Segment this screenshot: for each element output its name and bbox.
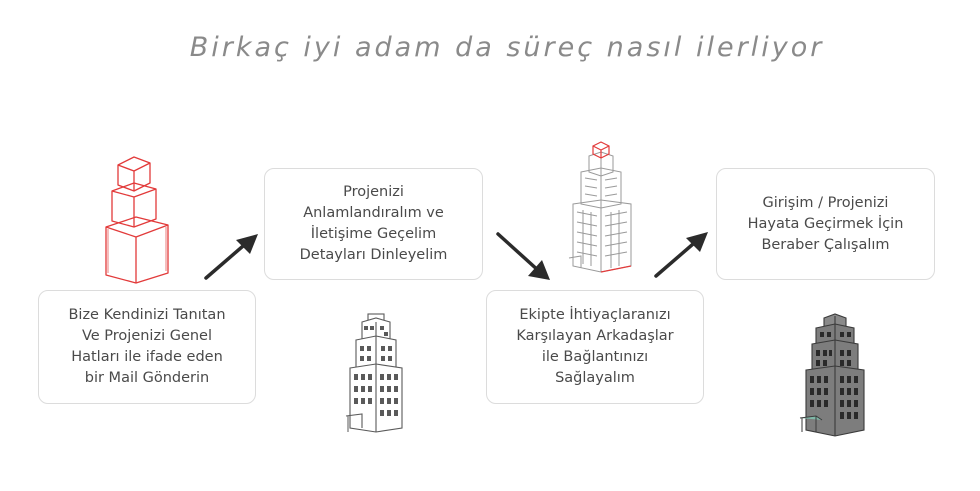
- step-2-text: Projenizi Anlamlandıralım ve İletişime G…: [299, 184, 448, 263]
- page-title: Birkaç iyi adam da süreç nasıl ilerliyor: [189, 32, 825, 63]
- step-1-text: Bize Kendinizi Tanıtan Ve Projenizi Gene…: [68, 307, 226, 386]
- arrow-down-right-icon: [496, 232, 550, 280]
- step-3-box: Ekipte İhtiyaçlaranızı Karşılayan Arkada…: [486, 290, 704, 404]
- hatched-building-icon: [568, 141, 632, 273]
- step-2-box: Projenizi Anlamlandıralım ve İletişime G…: [264, 168, 483, 280]
- step-3-text: Ekipte İhtiyaçlaranızı Karşılayan Arkada…: [516, 307, 674, 386]
- step-1-box: Bize Kendinizi Tanıtan Ve Projenizi Gene…: [38, 290, 256, 404]
- arrow-up-right-icon: [654, 232, 708, 278]
- red-sketch-cubes-icon: [105, 156, 169, 284]
- sketch-building-icon: [345, 313, 403, 433]
- finished-building-icon: [799, 313, 865, 437]
- arrow-up-right-icon: [204, 234, 258, 280]
- step-4-box: Girişim / Projenizi Hayata Geçirmek İçin…: [716, 168, 935, 280]
- step-4-text: Girişim / Projenizi Hayata Geçirmek İçin…: [747, 194, 904, 253]
